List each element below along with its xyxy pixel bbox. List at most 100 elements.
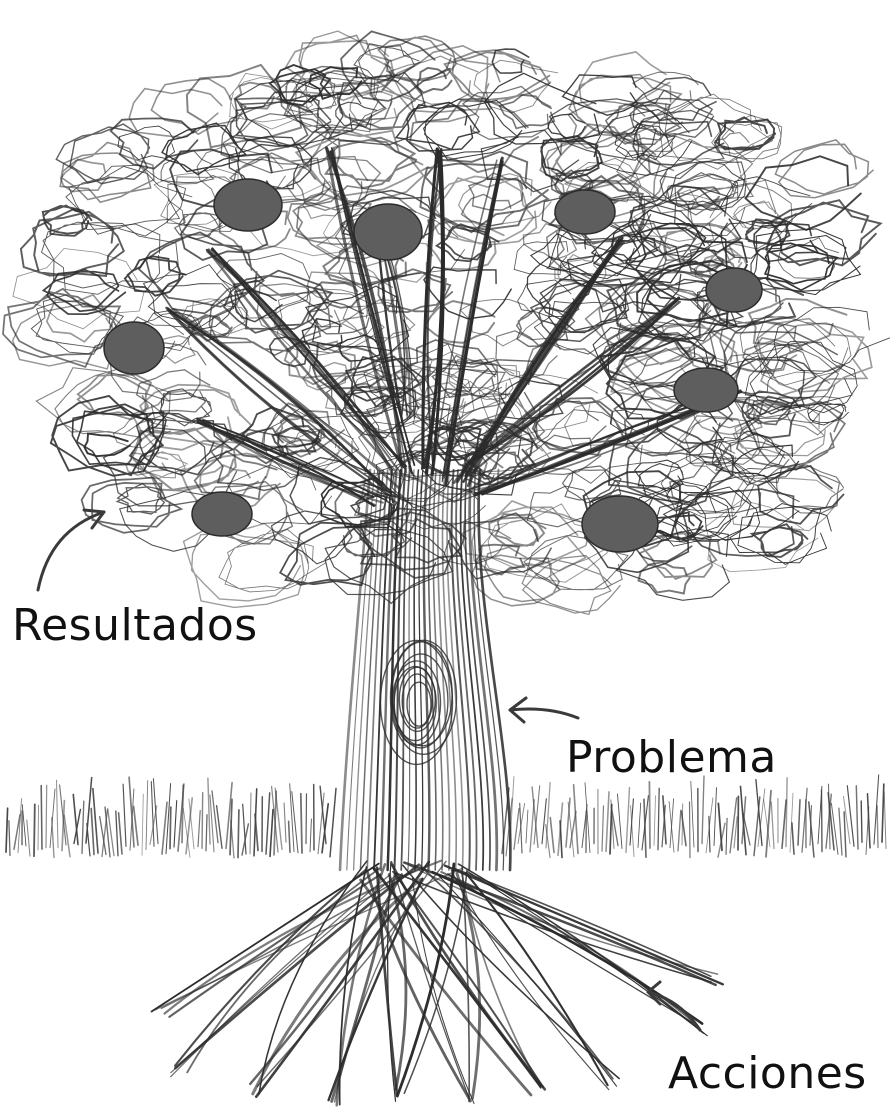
canopy-scribble-stroke — [117, 484, 164, 514]
grass-blade — [792, 823, 794, 854]
grass-blade — [638, 803, 641, 848]
fruit-icon — [555, 190, 615, 234]
fruit-icon — [582, 496, 658, 552]
canopy-scribble-stroke — [125, 256, 186, 295]
grass-line — [6, 775, 886, 858]
grass-blade — [702, 776, 704, 844]
grass-blade — [46, 785, 47, 847]
grass-blade — [87, 824, 90, 856]
grass-blade — [292, 792, 298, 853]
grass-blade — [861, 801, 862, 842]
grass-blade — [174, 801, 177, 847]
grass-blade — [52, 818, 54, 858]
root-stroke — [175, 870, 366, 1066]
canopy-scribble-stroke — [21, 209, 124, 276]
grass-blade — [822, 790, 823, 852]
grass-blade — [34, 804, 35, 856]
grass-blade — [289, 821, 290, 852]
grass-blade — [146, 781, 148, 850]
canopy-scribble-stroke — [60, 143, 154, 203]
grass-blade — [644, 799, 646, 857]
grass-blade — [119, 813, 122, 854]
grass-blade — [734, 817, 737, 848]
canopy-scribble-stroke — [139, 232, 264, 313]
canopy-scribble-stroke — [635, 460, 684, 491]
canopy-scribble-stroke — [659, 94, 776, 169]
label-problema: Problema — [566, 736, 777, 780]
grass-blade — [250, 793, 251, 854]
grass-blade — [123, 784, 126, 846]
grass-blade — [129, 777, 134, 847]
grass-blade — [182, 785, 183, 842]
grass-blade — [9, 821, 10, 856]
canopy-scribble-stroke — [748, 229, 861, 295]
grass-blade — [198, 811, 200, 847]
grass-blade — [91, 809, 94, 855]
grass-blade — [116, 811, 118, 856]
grass-blade — [839, 808, 842, 855]
grass-blade — [730, 798, 737, 853]
grass-blade — [658, 788, 659, 850]
canopy-scribble-stroke — [84, 434, 129, 457]
grass-blade — [526, 810, 528, 843]
fruit-icon — [706, 268, 762, 312]
fruit-icon — [214, 179, 282, 231]
grass-blade — [320, 786, 326, 844]
canopy-scribble-stroke — [766, 200, 880, 265]
grass-blade — [678, 810, 681, 851]
canopy-scribble-stroke — [746, 156, 861, 230]
grass-blade — [847, 786, 854, 847]
fruit-icon — [104, 322, 164, 374]
grass-blade — [844, 812, 846, 857]
grass-blade — [882, 784, 884, 842]
grass-blade — [602, 806, 604, 851]
grass-blade — [649, 782, 650, 848]
grass-blade — [41, 786, 42, 850]
grass-blade — [27, 820, 30, 856]
grass-blade — [330, 788, 336, 856]
grass-blade — [542, 799, 546, 844]
grass-blade — [142, 794, 143, 855]
grass-blade — [546, 783, 550, 848]
grass-blade — [606, 792, 609, 851]
canopy-scribble-stroke — [445, 50, 550, 103]
grass-blade — [884, 792, 886, 849]
grass-blade — [691, 781, 694, 847]
grass-blade — [626, 787, 630, 852]
grass-blade — [284, 803, 286, 842]
grass-blade — [690, 802, 691, 858]
grass-blade — [798, 800, 800, 845]
canopy-scribble-stroke — [639, 562, 690, 593]
grass-blade — [877, 806, 878, 848]
fruit-icon — [192, 492, 252, 536]
canopy-scribble-stroke — [184, 524, 309, 608]
grass-blade — [306, 794, 307, 844]
grass-blade — [771, 802, 774, 849]
grass-blade — [270, 810, 273, 857]
roots — [152, 861, 723, 1106]
grass-blade — [726, 818, 727, 854]
grass-blade — [208, 778, 210, 844]
arrow-resultados-icon — [38, 510, 104, 590]
grass-blade — [550, 818, 554, 853]
grass-blade — [170, 807, 171, 849]
grass-blade — [310, 819, 311, 852]
grass-blade — [57, 780, 59, 847]
grass-blade — [22, 805, 26, 846]
fruit-icon — [354, 204, 422, 260]
grass-blade — [856, 786, 858, 849]
label-resultados: Resultados — [12, 604, 258, 648]
label-acciones: Acciones — [668, 1052, 867, 1096]
grass-blade — [6, 808, 8, 852]
grass-blade — [38, 805, 39, 850]
canopy-scribble-stroke — [111, 118, 198, 168]
fruit-icon — [674, 368, 738, 412]
grass-blade — [238, 810, 239, 858]
grass-blade — [82, 801, 84, 853]
grass-blade — [618, 794, 623, 848]
grass-blade — [153, 779, 158, 844]
grass-blade — [275, 788, 282, 849]
grass-blade — [266, 793, 270, 854]
